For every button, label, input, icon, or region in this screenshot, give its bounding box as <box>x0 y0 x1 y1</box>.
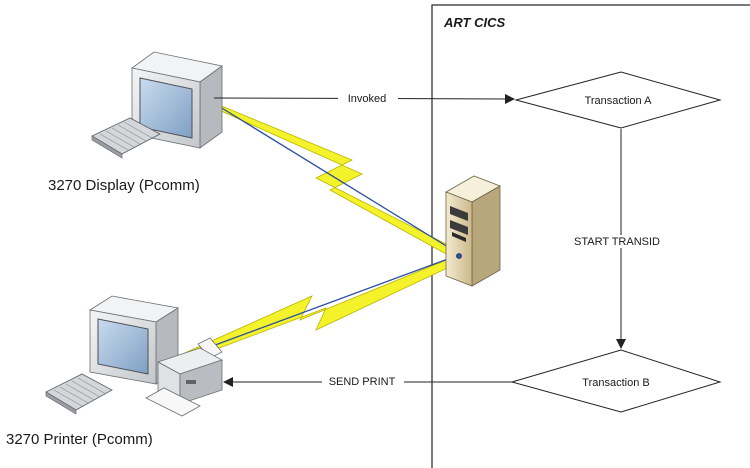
printer-icon <box>145 337 223 417</box>
region-label: ART CICS <box>443 15 505 30</box>
transaction-b-node: Transaction B <box>510 349 722 413</box>
transaction-a-shape <box>514 71 722 129</box>
send-print-connector: SEND PRINT <box>223 375 512 388</box>
printer-link-line <box>179 255 457 359</box>
printer-label: 3270 Printer (Pcomm) <box>6 431 153 448</box>
start-transid-label: START TRANSID <box>574 236 660 248</box>
printer-link <box>177 255 461 363</box>
computer-with-printer-icon <box>45 295 223 417</box>
transaction-a-label: Transaction A <box>585 95 653 107</box>
display-link-line <box>211 101 457 253</box>
display-label: 3270 Display (Pcomm) <box>48 177 200 194</box>
transaction-b-shape <box>510 349 722 413</box>
transaction-b-label: Transaction B <box>582 377 649 389</box>
start-transid-connector: START TRANSID <box>560 129 676 349</box>
desktop-computer-icon <box>91 51 223 159</box>
server-tower-icon <box>445 175 501 287</box>
invoked-label: Invoked <box>348 93 387 105</box>
transaction-a-node: Transaction A <box>514 71 722 129</box>
printer-station-screen <box>97 318 149 375</box>
invoked-connector: Invoked <box>213 92 515 105</box>
send-print-label: SEND PRINT <box>329 376 396 388</box>
display-lightning-bolt <box>209 101 460 255</box>
display-screen <box>139 77 193 139</box>
printer-lightning-bolt <box>177 255 461 363</box>
display-link <box>209 101 460 255</box>
